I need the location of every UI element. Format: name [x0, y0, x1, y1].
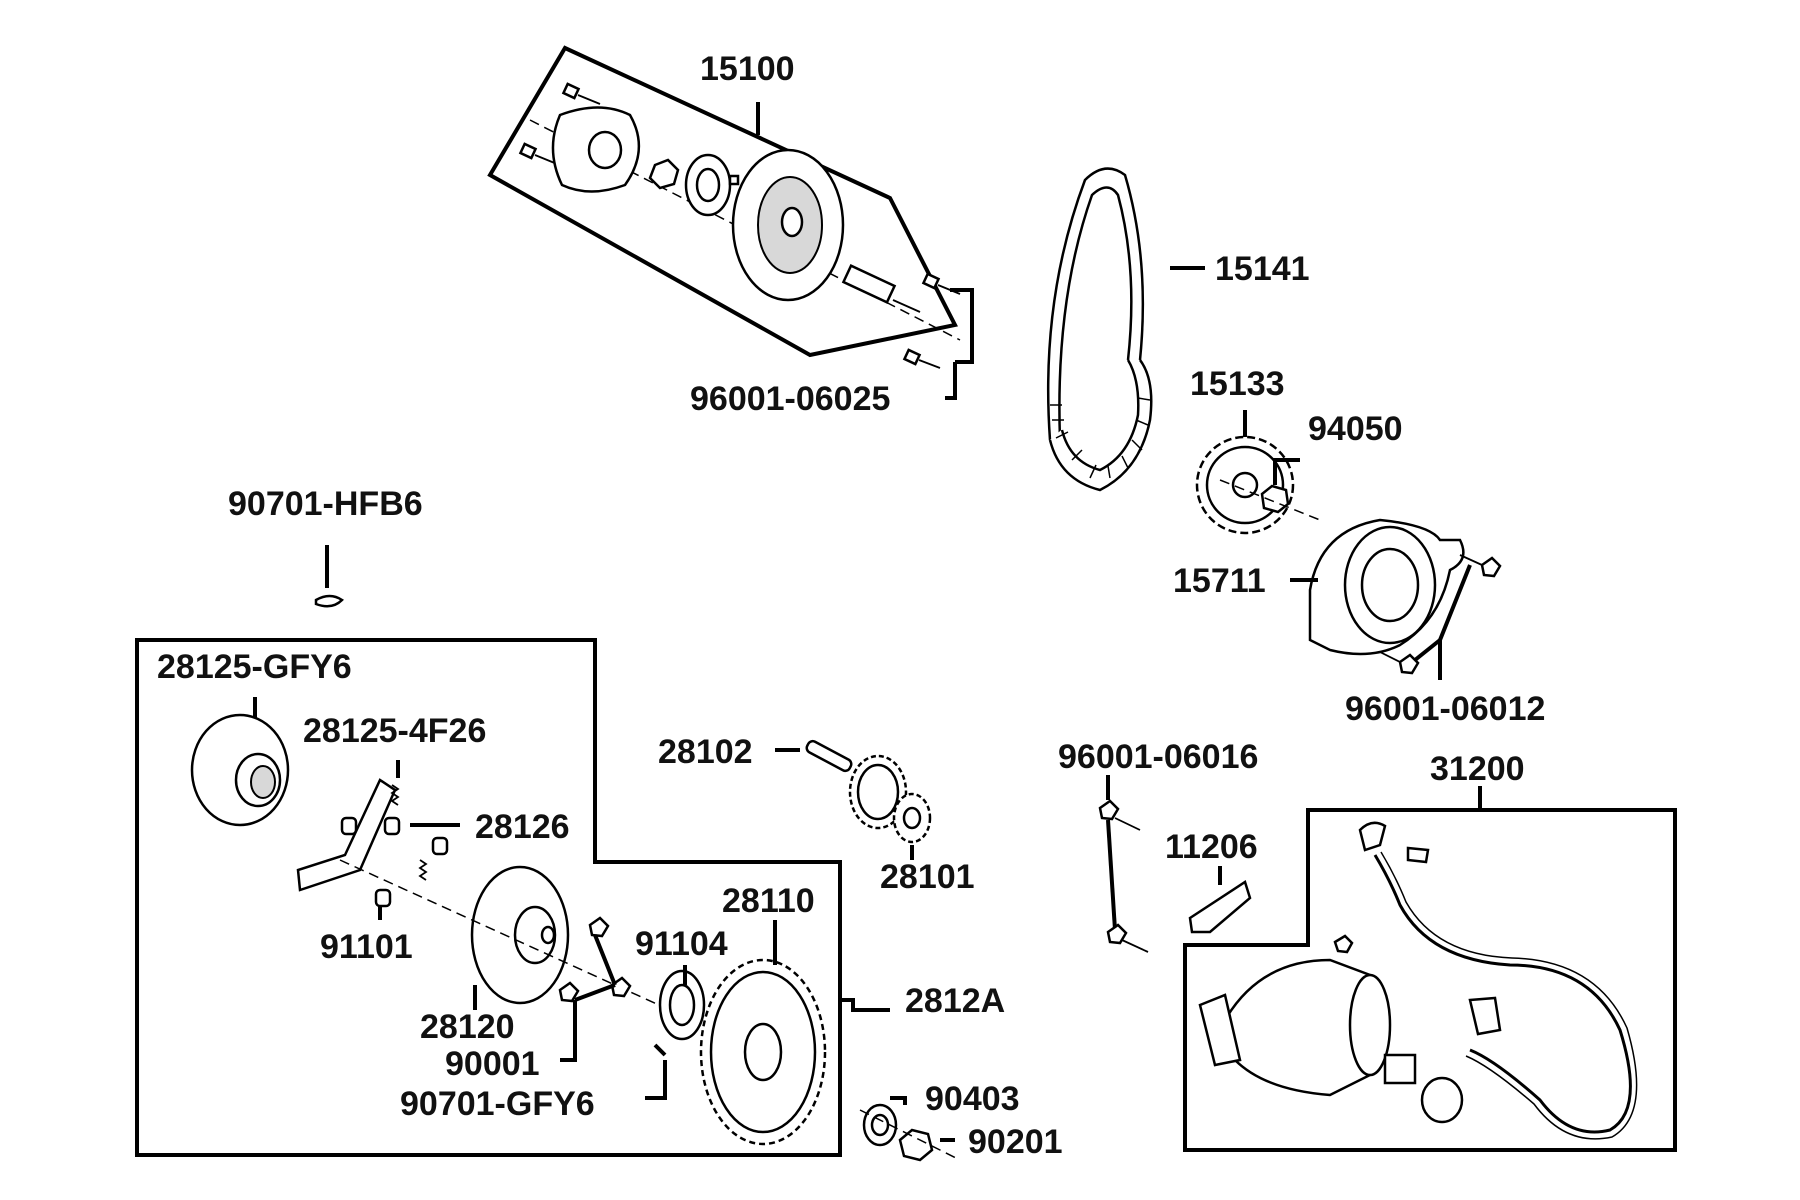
spring-icon	[390, 784, 428, 881]
pin-icon	[728, 174, 740, 186]
label-15133: 15133	[1190, 365, 1285, 403]
label-28125-4f26: 28125-4F26	[303, 712, 486, 750]
label-28110: 28110	[722, 882, 815, 920]
label-15711: 15711	[1173, 562, 1266, 600]
drive-chain	[1046, 167, 1205, 492]
label-15141: 15141	[1215, 250, 1310, 288]
label-28125-gfy6: 28125-GFY6	[157, 648, 352, 686]
label-28101: 28101	[880, 858, 975, 896]
nut-icon	[898, 1128, 934, 1162]
label-28126: 28126	[475, 808, 570, 846]
mounting-flange	[1198, 993, 1242, 1067]
label-96001-06016: 96001-06016	[1058, 738, 1258, 776]
sprocket-15133	[1195, 410, 1295, 535]
screw-icon	[1333, 934, 1354, 954]
part-labels: 15100 96001-06025 15141 15133 94050 1571…	[157, 50, 1545, 1161]
label-96001-06025: 96001-06025	[690, 380, 890, 418]
ring-terminal-icon	[1406, 846, 1430, 864]
pump-shaft-icon	[841, 264, 921, 313]
bolts-96001-06016	[1098, 775, 1149, 953]
starter-motor-frame	[1183, 808, 1677, 1152]
label-90701-gfy6: 90701-GFY6	[400, 1085, 595, 1123]
label-15100: 15100	[700, 50, 795, 88]
nut-icon	[1260, 484, 1290, 514]
cover-plate-15711	[1290, 518, 1502, 680]
motor-shaft-icon	[1383, 1053, 1417, 1085]
label-28102: 28102	[658, 733, 753, 771]
leader-90001	[560, 1000, 577, 1062]
terminal-cap-icon	[1468, 996, 1502, 1036]
label-11206: 11206	[1165, 828, 1258, 866]
inner-rotor-icon	[648, 158, 680, 190]
oil-pump-frame	[487, 45, 958, 358]
nut-94050	[1219, 458, 1321, 521]
bracket-96001-06025	[950, 288, 974, 364]
bolt-icon	[1379, 651, 1420, 675]
washer-nut-assembly	[859, 1096, 961, 1162]
label-90403: 90403	[925, 1080, 1020, 1118]
shaft-pin-icon	[805, 739, 853, 773]
screw-icon	[902, 348, 941, 369]
starter-cable	[1373, 854, 1632, 1134]
leader-90403	[890, 1096, 907, 1105]
leader-90701-gfy6	[645, 1060, 667, 1100]
starter-clutch-assembly	[135, 638, 890, 1157]
screw-icon	[518, 142, 558, 165]
leader-96001-06025	[945, 362, 957, 400]
cable-boot-icon	[1358, 821, 1387, 852]
label-96001-06012: 96001-06012	[1345, 690, 1545, 728]
key-90701-hfb6	[314, 545, 344, 608]
label-2812a: 2812A	[905, 982, 1005, 1020]
bracket-icon	[1188, 880, 1252, 934]
label-91104: 91104	[635, 925, 728, 963]
o-ring-icon	[1420, 1076, 1464, 1124]
oil-pump-assembly	[487, 45, 974, 400]
woodruff-key-icon	[314, 594, 344, 608]
bolt-icon	[1098, 799, 1120, 821]
screw-icon	[921, 272, 961, 295]
label-90201: 90201	[968, 1123, 1063, 1161]
label-90701-hfb6: 90701-HFB6	[228, 485, 423, 523]
leader-94050	[1273, 458, 1300, 485]
idle-gear-assembly	[775, 739, 932, 860]
label-94050: 94050	[1308, 410, 1403, 448]
label-31200: 31200	[1430, 750, 1525, 788]
screw-icon	[561, 82, 601, 105]
label-91101: 91101	[320, 928, 413, 966]
bolt-icon	[1106, 923, 1128, 945]
label-28120: 28120	[420, 1008, 515, 1046]
starter-motor-assembly	[1183, 786, 1677, 1152]
leader-2812a	[840, 998, 890, 1012]
pump-cover-hole	[587, 130, 623, 170]
starter-clutch-frame	[135, 638, 842, 1157]
bracket-11206	[1188, 866, 1252, 934]
label-90001: 90001	[445, 1045, 540, 1083]
starter-motor-body	[1223, 958, 1372, 1097]
bolt-icon	[558, 916, 632, 1003]
chain-link-pattern	[1050, 397, 1151, 479]
roller-icon	[340, 816, 449, 908]
bolt-icon	[1459, 554, 1502, 578]
key-icon	[653, 1043, 667, 1057]
